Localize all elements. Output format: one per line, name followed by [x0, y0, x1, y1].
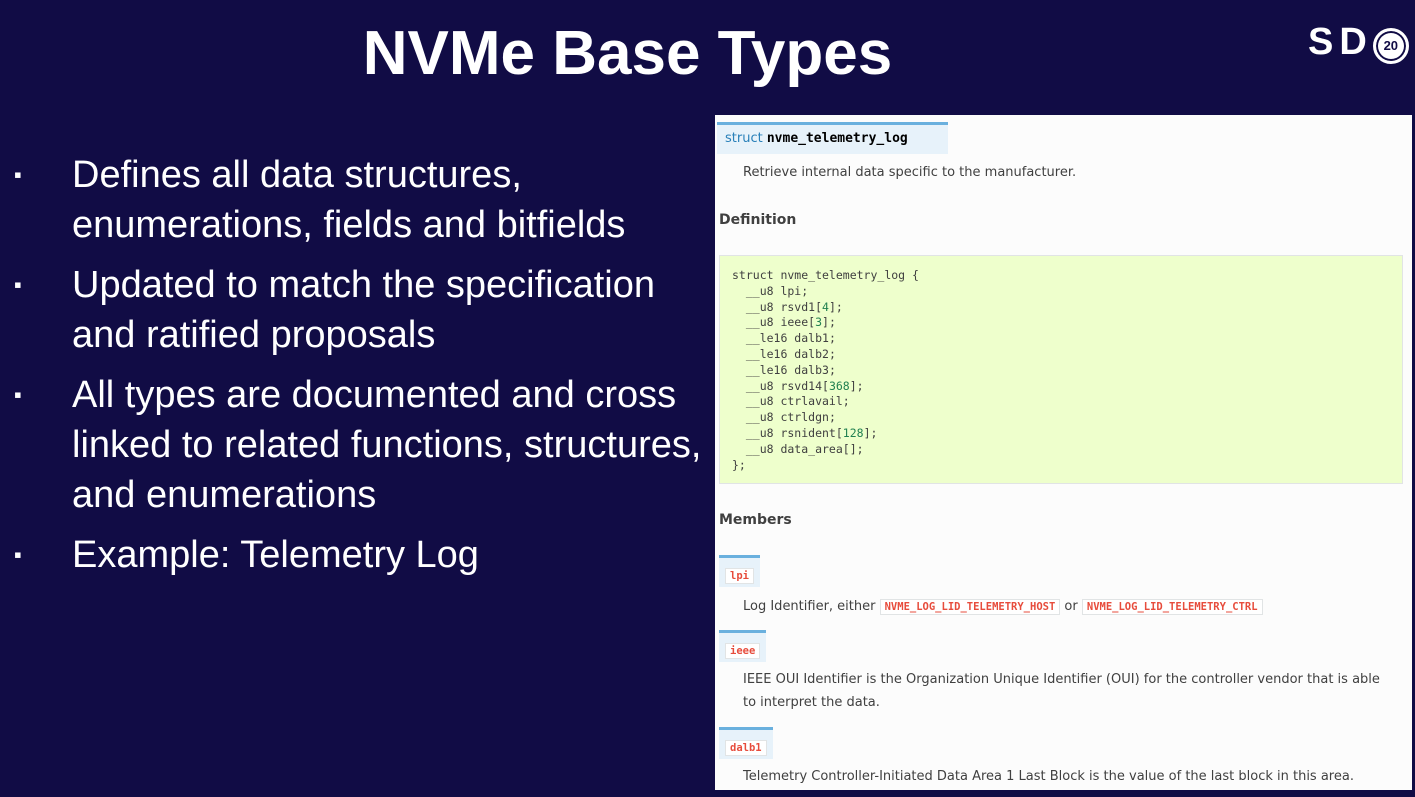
code-line: };: [732, 457, 746, 472]
logo-text: SD: [1308, 21, 1373, 63]
code-line: __u8 ieee[3];: [732, 315, 836, 330]
struct-name: nvme_telemetry_log: [766, 131, 908, 146]
doc-screenshot: struct nvme_telemetry_log Retrieve inter…: [715, 115, 1412, 790]
bullet-item: ▪ Defines all data structures, enumeratio…: [14, 150, 704, 250]
code-line: __le16 dalb2;: [732, 346, 836, 361]
struct-description: Retrieve internal data specific to the m…: [743, 165, 1077, 180]
link-telemetry-host[interactable]: NVME_LOG_LID_TELEMETRY_HOST: [879, 599, 1061, 615]
definition-code-block: struct nvme_telemetry_log { __u8 lpi; __…: [719, 255, 1403, 484]
code-number: 128: [842, 425, 864, 440]
code-line: __u8 ctrlavail;: [732, 394, 850, 409]
code-line: __u8 ctrldgn;: [732, 410, 836, 425]
bullet-text: Example: Telemetry Log: [72, 534, 479, 576]
member-name-text: dalb1: [725, 740, 767, 756]
member-name-text: lpi: [725, 568, 754, 584]
code-number: 3: [815, 315, 823, 330]
slide-title: NVMe Base Types: [362, 19, 893, 88]
member-description-lpi: Log Identifier, either NVME_LOG_LID_TELE…: [743, 595, 1393, 619]
desc-text: Log Identifier, either: [743, 599, 880, 614]
code-line: __u8 rsnident[128];: [732, 425, 878, 440]
bullet-list: ▪ Defines all data structures, enumeratio…: [14, 150, 704, 590]
desc-text: or: [1060, 599, 1082, 614]
bullet-marker: ▪: [14, 162, 22, 187]
bullet-item: ▪ All types are documented and cross link…: [14, 370, 704, 520]
member-description-ieee: IEEE OUI Identifier is the Organization …: [743, 672, 1380, 710]
definition-heading: Definition: [719, 212, 797, 228]
bullet-text: Defines all data structures, enumeration…: [72, 154, 626, 246]
code-line: __le16 dalb1;: [732, 331, 836, 346]
code-line: __u8 lpi;: [732, 283, 809, 298]
member-name-text: ieee: [725, 643, 761, 659]
link-telemetry-ctrl[interactable]: NVME_LOG_LID_TELEMETRY_CTRL: [1081, 599, 1263, 615]
members-heading: Members: [719, 512, 792, 528]
bullet-text: Updated to match the specification and r…: [72, 264, 656, 356]
bullet-item: ▪ Updated to match the specification and …: [14, 260, 704, 360]
struct-signature: struct nvme_telemetry_log: [717, 122, 948, 154]
member-name-dalb1[interactable]: dalb1: [719, 727, 773, 759]
member-description-dalb1: Telemetry Controller-Initiated Data Area…: [743, 769, 1354, 784]
member-name-lpi[interactable]: lpi: [719, 555, 760, 587]
code-line: __u8 data_area[];: [732, 441, 864, 456]
bullet-marker: ▪: [14, 272, 22, 297]
code-number: 368: [828, 378, 850, 393]
bullet-text: All types are documented and cross linke…: [72, 374, 702, 516]
code-line: struct nvme_telemetry_log {: [732, 268, 919, 282]
logo-badge: 20: [1372, 28, 1409, 64]
code-line: __u8 rsvd14[368];: [732, 378, 864, 393]
code-line: __le16 dalb3;: [732, 362, 836, 377]
code-line: __u8 rsvd1[4];: [732, 299, 843, 314]
struct-keyword: struct: [725, 131, 763, 146]
code-number: 4: [822, 299, 829, 314]
bullet-item: ▪ Example: Telemetry Log: [14, 530, 704, 580]
bullet-marker: ▪: [14, 382, 22, 407]
member-name-ieee[interactable]: ieee: [719, 630, 767, 662]
bullet-marker: ▪: [14, 542, 22, 567]
